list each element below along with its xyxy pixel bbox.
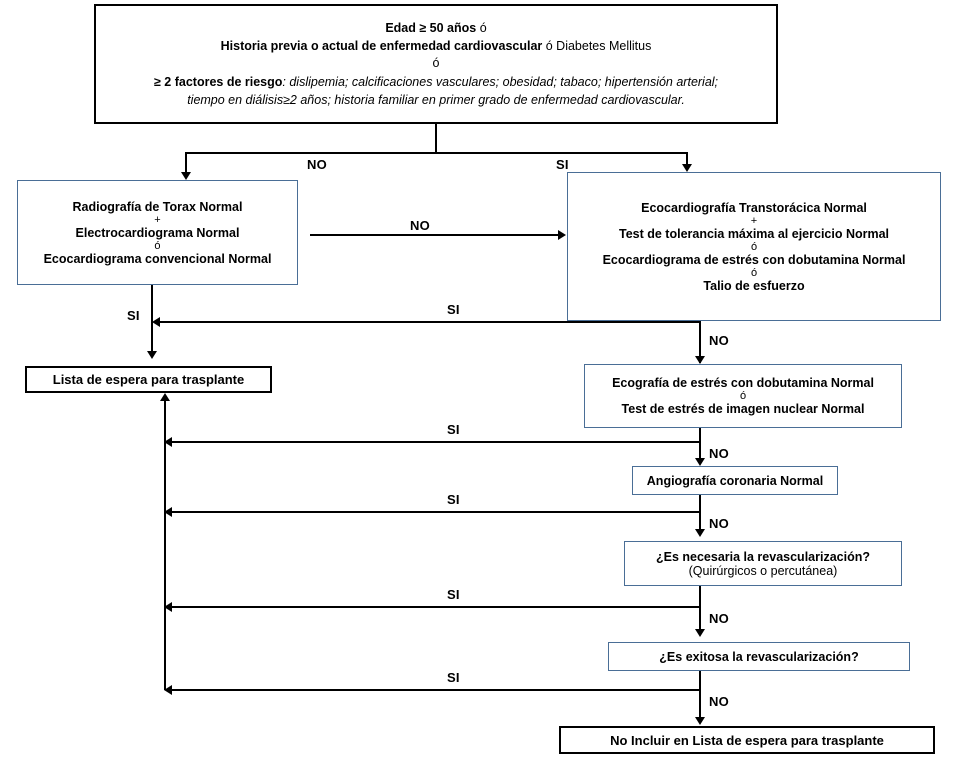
- basic-tests-line-1: +: [154, 213, 161, 226]
- connector-angiography-stem: [699, 495, 701, 535]
- label-no-revasc-success: NO: [709, 694, 729, 709]
- connector-transthoracic-si-left: [158, 321, 701, 323]
- arrow-stress-echo-si-left: [164, 437, 172, 447]
- arrow-angiography-si-left: [164, 507, 172, 517]
- arrow-to-angiography: [695, 458, 705, 466]
- revasc-success-node: ¿Es exitosa la revascularización?: [608, 642, 910, 671]
- criteria-line-2: Historia previa o actual de enfermedad c…: [154, 37, 718, 55]
- exclude-label: No Incluir en Lista de espera para trasp…: [610, 732, 884, 748]
- label-si-top-right: SI: [556, 157, 569, 172]
- transthoracic-line-2: Test de tolerancia máxima al ejercicio N…: [618, 226, 890, 241]
- connector-split-right: [686, 152, 688, 166]
- transthoracic-line-1: +: [750, 214, 758, 227]
- arrow-return-to-waiting-list: [160, 393, 170, 401]
- connector-revasc-success-si-left: [170, 689, 701, 691]
- transthoracic-line-5: ó: [750, 266, 758, 279]
- connector-split-left: [185, 152, 187, 174]
- connector-revasc-success-stem: [699, 671, 701, 723]
- stress-echo-node: Ecografía de estrés con dobutamina Norma…: [584, 364, 902, 428]
- criteria-line-1: Edad ≥ 50 años ó: [154, 19, 718, 37]
- transthoracic-line-4: Ecocardiograma de estrés con dobutamina …: [602, 252, 906, 267]
- transthoracic-node: Ecocardiografía Transtorácica Normal + T…: [567, 172, 941, 321]
- arrow-revasc-success-si-left: [164, 685, 172, 695]
- stress-echo-line-1: ó: [739, 390, 747, 402]
- revasc-success-label: ¿Es exitosa la revascularización?: [659, 649, 859, 664]
- arrow-basic-no-to-transthoracic: [558, 230, 566, 240]
- connector-basic-no-to-transthoracic: [310, 234, 560, 236]
- exclude-node: No Incluir en Lista de espera para trasp…: [559, 726, 935, 754]
- criteria-node: Edad ≥ 50 años ó Historia previa o actua…: [94, 4, 778, 124]
- basic-tests-node: Radiografía de Torax Normal + Electrocar…: [17, 180, 298, 285]
- stress-echo-line-0: Ecografía de estrés con dobutamina Norma…: [612, 376, 874, 390]
- criteria-line-2-bold: Historia previa o actual de enfermedad c…: [220, 39, 543, 54]
- label-si-revasc-success: SI: [447, 670, 460, 685]
- connector-angiography-si-left: [170, 511, 701, 513]
- revasc-needed-line-1: (Quirúrgicos o percutánea): [688, 563, 838, 578]
- arrow-to-transthoracic: [682, 164, 692, 172]
- label-no-angiography: NO: [709, 516, 729, 531]
- arrow-revasc-needed-si-left: [164, 602, 172, 612]
- label-si-revasc-needed: SI: [447, 587, 460, 602]
- transthoracic-line-6: Talio de esfuerzo: [703, 278, 805, 293]
- arrow-to-stress-echo: [695, 356, 705, 364]
- arrow-to-revasc-success: [695, 629, 705, 637]
- criteria-line-5: tiempo en diálisis≥2 años; historia fami…: [187, 92, 685, 107]
- arrow-to-revasc-needed: [695, 529, 705, 537]
- connector-stress-echo-stem: [699, 428, 701, 464]
- waiting-list-label: Lista de espera para trasplante: [52, 372, 245, 387]
- connector-revasc-needed-stem: [699, 586, 701, 634]
- criteria-line-1-bold: Edad ≥ 50 años: [385, 21, 477, 36]
- label-si-angiography: SI: [447, 492, 460, 507]
- transthoracic-line-3: ó: [750, 240, 758, 253]
- arrow-transthoracic-si-left: [152, 317, 160, 327]
- connector-revasc-needed-si-left: [170, 606, 701, 608]
- connector-transthoracic-stem: [699, 321, 701, 363]
- angiography-label: Angiografía coronaria Normal: [646, 473, 824, 488]
- connector-stress-echo-si-left: [170, 441, 701, 443]
- label-si-transthoracic: SI: [447, 302, 460, 317]
- revasc-needed-node: ¿Es necesaria la revascularización? (Qui…: [624, 541, 902, 586]
- label-no-top-left: NO: [307, 157, 327, 172]
- basic-tests-line-2: Electrocardiograma Normal: [75, 225, 240, 240]
- label-si-stress-echo: SI: [447, 422, 460, 437]
- criteria-line-1-tail: ó: [476, 21, 487, 36]
- stress-echo-line-2: Test de estrés de imagen nuclear Normal: [621, 402, 865, 416]
- basic-tests-line-0: Radiografía de Torax Normal: [72, 199, 243, 214]
- label-no-revasc-needed: NO: [709, 611, 729, 626]
- arrow-to-basic-tests: [181, 172, 191, 180]
- connector-return-spine: [164, 400, 166, 690]
- label-no-basic-to-transthoracic: NO: [410, 218, 430, 233]
- criteria-line-3: ó: [432, 55, 440, 70]
- connector-criteria-stem: [435, 124, 437, 154]
- label-no-stress-echo: NO: [709, 446, 729, 461]
- basic-tests-line-4: Ecocardiograma convencional Normal: [43, 251, 272, 266]
- criteria-line-4-italic: : dislipemia; calcificaciones vasculares…: [282, 74, 719, 89]
- arrow-basic-si-to-waiting-list: [147, 351, 157, 359]
- criteria-line-4-bold: ≥ 2 factores de riesgo: [153, 74, 283, 89]
- revasc-needed-line-0: ¿Es necesaria la revascularización?: [655, 549, 870, 564]
- basic-tests-line-3: ó: [154, 239, 161, 252]
- angiography-node: Angiografía coronaria Normal: [632, 466, 838, 495]
- label-si-basic-down: SI: [127, 308, 140, 323]
- transthoracic-line-0: Ecocardiografía Transtorácica Normal: [641, 200, 867, 215]
- criteria-line-4: ≥ 2 factores de riesgo: dislipemia; calc…: [154, 73, 718, 91]
- label-no-transthoracic: NO: [709, 333, 729, 348]
- connector-split-bar: [185, 152, 687, 154]
- arrow-to-exclude: [695, 717, 705, 725]
- criteria-line-2-tail: ó Diabetes Mellitus: [542, 39, 652, 54]
- waiting-list-node: Lista de espera para trasplante: [25, 366, 272, 393]
